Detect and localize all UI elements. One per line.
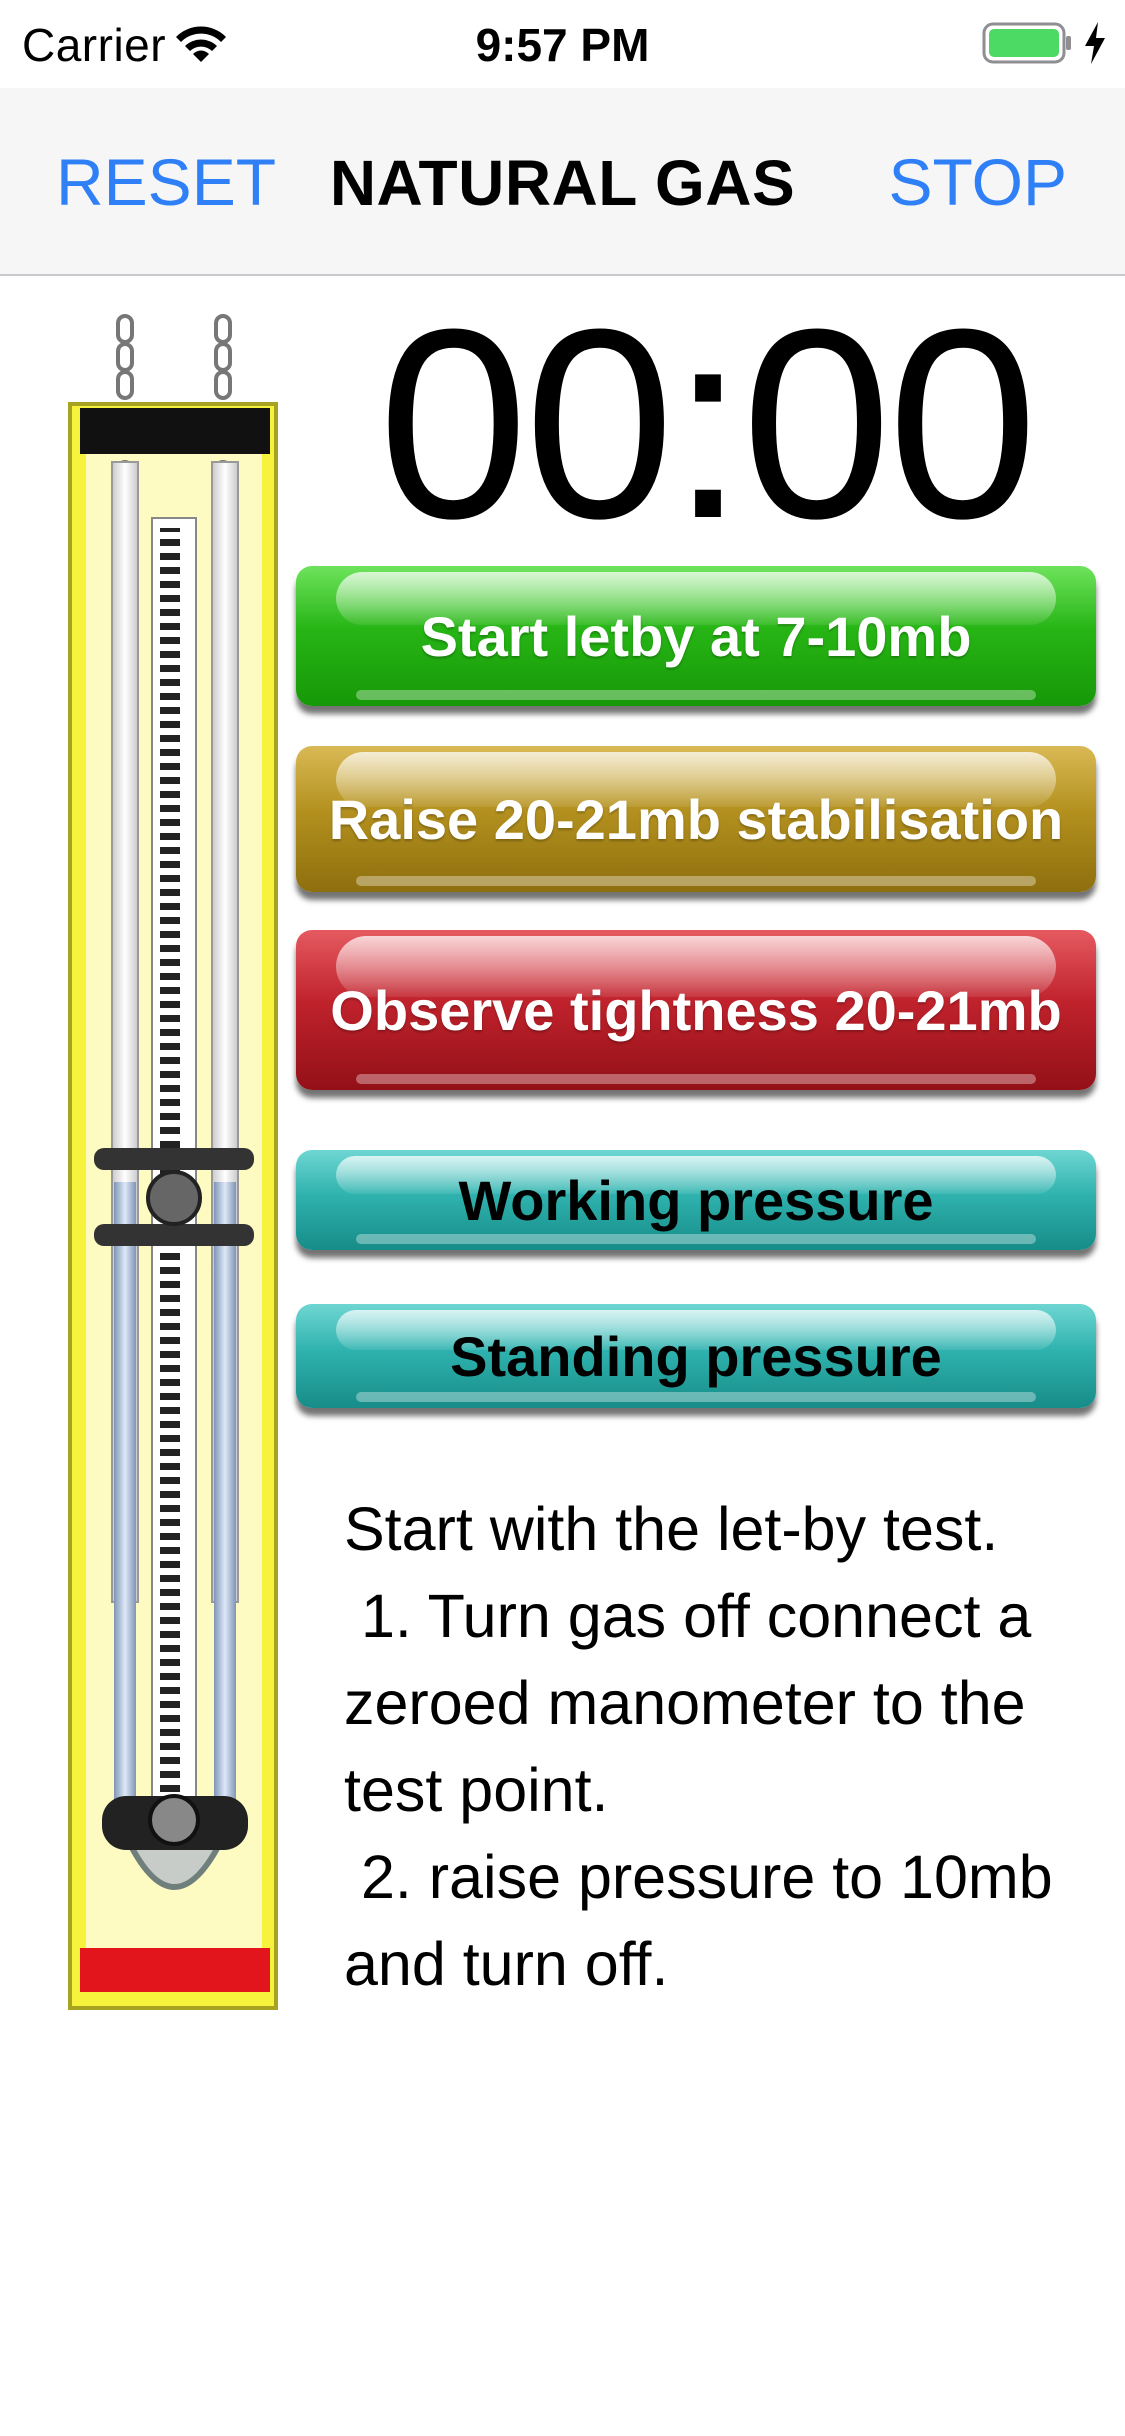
stop-button[interactable]: STOP	[888, 145, 1067, 219]
reset-button[interactable]: RESET	[56, 145, 277, 219]
standing-pressure-label: Standing pressure	[450, 1324, 942, 1388]
battery-icon	[982, 22, 1071, 64]
timer-display: 00:00	[378, 274, 1038, 575]
clock: 9:57 PM	[475, 19, 650, 71]
raise-stabilisation-button[interactable]: Raise 20-21mb stabilisation	[296, 746, 1096, 892]
instructions-text: Start with the let-by test. 1. Turn gas …	[344, 1495, 1053, 1998]
start-letby-button[interactable]: Start letby at 7-10mb	[296, 566, 1096, 706]
observe-tightness-label: Observe tightness 20-21mb	[330, 978, 1062, 1042]
working-pressure-button[interactable]: Working pressure	[296, 1150, 1096, 1250]
navigation-bar: RESET NATURAL GAS STOP	[0, 88, 1125, 276]
status-bar: Carrier 9:57 PM	[0, 0, 1125, 88]
raise-stabilisation-label: Raise 20-21mb stabilisation	[328, 787, 1064, 851]
page-title: NATURAL GAS	[329, 147, 796, 219]
observe-tightness-button[interactable]: Observe tightness 20-21mb	[296, 930, 1096, 1090]
wifi-icon	[176, 26, 226, 62]
working-pressure-label: Working pressure	[458, 1168, 934, 1232]
charging-bolt-icon	[1085, 22, 1105, 64]
start-letby-label: Start letby at 7-10mb	[420, 604, 972, 668]
carrier-label: Carrier	[22, 19, 167, 71]
manometer-illustration	[68, 314, 278, 2010]
standing-pressure-button[interactable]: Standing pressure	[296, 1304, 1096, 1408]
